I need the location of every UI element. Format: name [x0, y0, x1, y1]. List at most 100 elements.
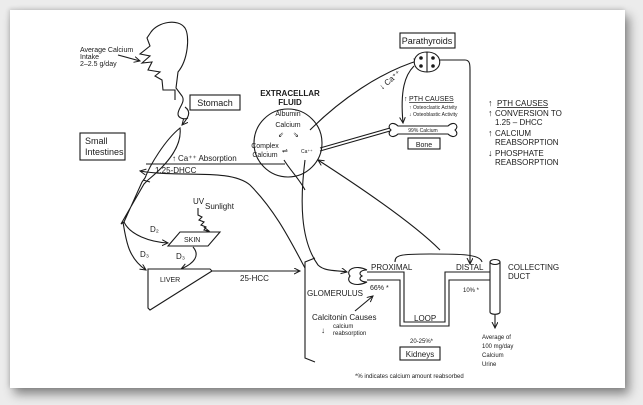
skin-shape: [166, 231, 222, 247]
pth-kidney-item-line1: CALCIUM: [495, 129, 531, 138]
ecf-title2: FLUID: [278, 98, 302, 107]
pth-kidney-item-line2: 1.25 – DHCC: [495, 118, 543, 127]
kidneys-box: [399, 346, 441, 361]
bone-icon: [388, 122, 458, 138]
calcitonin-down-arrow: ↓: [321, 326, 325, 335]
ecf-equilibrium-left-icon: ⇙: [278, 132, 284, 139]
d3-skin-label: D₃: [176, 252, 185, 261]
ecf-calcium2: Calcium: [252, 152, 277, 159]
pth-kidney-item-arrow: ↓: [488, 148, 493, 158]
bone-box: [407, 137, 441, 150]
pth-bone-down-arrow: ↓: [409, 112, 412, 118]
urine-line4: Urine: [482, 362, 497, 368]
collecting-label1: COLLECTING: [508, 263, 559, 272]
pth-kidney-item-line2: REABSORPTION: [495, 138, 559, 147]
kidneys-label: Kidneys: [406, 350, 434, 359]
ca-absorption-up-arrow: ↑: [172, 154, 176, 163]
calcitonin-line1: calcium: [333, 324, 353, 330]
diagram-card: [10, 10, 625, 388]
esophagus-arrow: [182, 106, 190, 125]
ca-down-label: Ca⁺⁺: [383, 69, 403, 88]
hcc-label: 25-HCC: [240, 274, 269, 283]
parathyroid-gland-icon: [413, 51, 441, 73]
gland-dot: [419, 56, 423, 60]
head-outline: [138, 21, 189, 120]
distal-pct: 10% *: [463, 288, 480, 294]
ecf-title1: EXTRACELLAR: [260, 89, 320, 98]
kidney-left-bracket: [304, 257, 316, 363]
ecf-complex: Complex: [251, 143, 279, 150]
intake-arrow: [117, 54, 140, 61]
dhcc-label: 1.25-DHCC: [155, 166, 197, 175]
pth-bone-item1: Osteoclastic Activity: [413, 105, 458, 111]
ecf-calcium1: Calcium: [275, 122, 300, 129]
ecf-to-glomerulus-arrow: [301, 159, 347, 272]
ecf-ca-ion: Ca⁺⁺: [301, 149, 313, 155]
urine-line3: Calcium: [482, 353, 504, 359]
intake-line3: 2–2.5 g/day: [80, 61, 117, 68]
small-intestines-line2: Intestines: [85, 147, 124, 157]
gland-dot: [431, 56, 435, 60]
parathyroid-to-bone-arrow: [402, 65, 415, 123]
calcitonin-line2: reabsorption: [333, 331, 366, 337]
glomerulus-label: GLOMERULUS: [307, 289, 363, 298]
collecting-duct-top: [489, 258, 501, 266]
liver-label: LIVER: [160, 277, 180, 284]
stomach-divider: [142, 179, 151, 183]
proximal-label: PROXIMAL: [371, 263, 413, 272]
d3-left-arrow: [122, 221, 146, 270]
bone-calcium-label: 99% Calcium: [408, 128, 437, 134]
loop-label: LOOP: [414, 314, 436, 323]
parathyroids-box: [399, 32, 456, 49]
ecf-albumin: Albumin: [275, 111, 300, 118]
pth-kidney-up-arrow: ↑: [488, 98, 493, 108]
intake-line2: Intake: [80, 54, 99, 61]
pth-kidney-item-line2: REABSORPTION: [495, 158, 559, 167]
nephron-tubule: [367, 271, 495, 327]
stomach-box: [189, 94, 241, 111]
loop-pct: 20-25%*: [410, 339, 434, 345]
skin-label: SKIN: [184, 237, 200, 244]
calcitonin-title: Calcitonin Causes: [312, 313, 376, 322]
sunlight-zigzag-icon: [197, 208, 209, 231]
liver-shape: [147, 268, 213, 311]
pth-bone-up-arrow: ↑: [404, 96, 408, 103]
pth-bone-title: PTH CAUSES: [409, 96, 454, 103]
proximal-pct: 66% *: [370, 285, 389, 292]
dhcc-arrow: [140, 171, 306, 269]
parathyroids-label: Parathyroids: [402, 36, 453, 46]
gland-dot: [419, 64, 423, 68]
d2-label: D₂: [150, 225, 159, 234]
pth-bone-item2: Osteoblastic Activity: [413, 112, 458, 118]
distal-label: DISTAL: [456, 263, 484, 272]
pth-kidney-item-line1: PHOSPHATE: [495, 149, 544, 158]
ecf-equilibrium-right-icon: ⇘: [293, 132, 299, 139]
parathyroid-to-kidney-arrow: [440, 59, 470, 264]
d2-arrow: [123, 221, 168, 243]
pth-kidney-item-line1: CONVERSION TO: [495, 109, 562, 118]
kidney-top-bracket: [394, 253, 483, 263]
ecf-to-parathyroid-arrow: [309, 60, 420, 131]
ca-down-arrow: ↓: [378, 82, 387, 91]
bone-to-ecf-double-line: [319, 127, 391, 152]
collecting-label2: DUCT: [508, 272, 530, 281]
kidney-to-ecf-arrow: [318, 160, 441, 251]
pth-kidney-title: PTH CAUSES: [497, 99, 548, 108]
urine-line2: 100 mg/day: [482, 344, 513, 350]
calcitonin-arrow: [354, 296, 373, 312]
stomach-label: Stomach: [197, 98, 233, 108]
urine-line1: Average of: [482, 335, 511, 341]
ecf-circle: [253, 108, 323, 178]
pth-bone-up-arrow: ↑: [409, 105, 412, 111]
pth-kidney-item-arrow: ↑: [488, 108, 493, 118]
small-intestines-line1: Small: [85, 136, 108, 146]
uv-label: UV: [193, 197, 205, 206]
intake-line1: Average Calcium: [80, 47, 133, 54]
sunlight-label: Sunlight: [205, 202, 235, 211]
gland-dot: [431, 64, 435, 68]
glomerulus-icon: [348, 267, 368, 285]
ecf-filtration-curve: [283, 159, 306, 191]
pth-kidney-item-arrow: ↑: [488, 128, 493, 138]
collecting-duct: [489, 262, 501, 315]
